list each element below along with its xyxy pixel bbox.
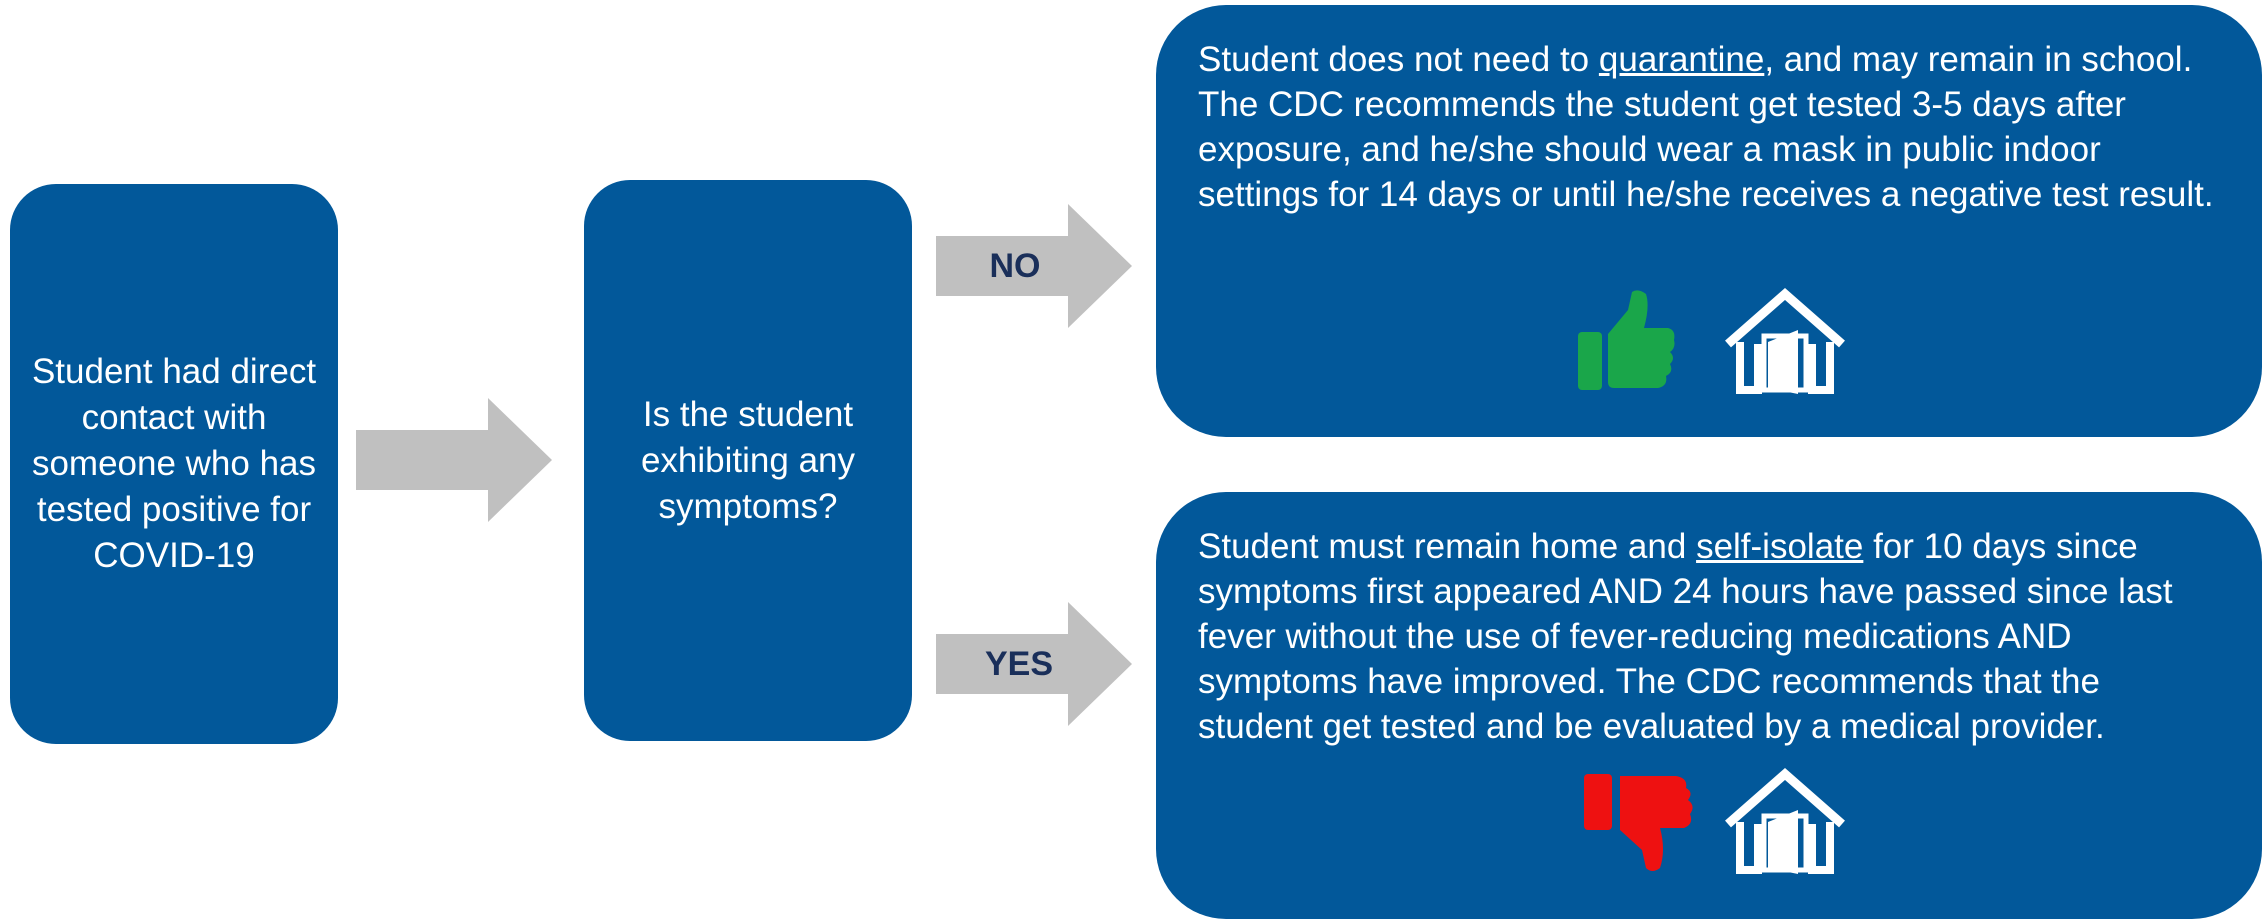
school-building-icon [1725,288,1845,394]
no-branch-arrow [936,204,1132,328]
quarantine-link[interactable]: quarantine [1598,40,1765,79]
yes-branch-arrow [936,602,1132,726]
question-box: Is the student exhibiting any symptoms? [584,180,912,741]
outcome-yes-box: Student must remain home and self-isolat… [1156,492,2262,919]
self-isolate-link[interactable]: self-isolate [1696,527,1864,566]
thumbs-down-icon [1584,774,1693,871]
question-box-text: Is the student exhibiting any symptoms? [640,394,856,526]
flow-arrow-right [356,398,552,522]
start-box: Student had direct contact with someone … [10,184,338,744]
no-branch-label: NO [989,247,1041,285]
start-box-text: Student had direct contact with someone … [31,352,317,575]
outcome-no-box: Student does not need to quarantine, and… [1156,5,2262,437]
school-building-icon [1725,768,1845,874]
yes-branch-label: YES [984,645,1054,683]
thumbs-up-icon [1578,290,1675,390]
outcome-yes-text: Student must remain home and self-isolat… [1198,527,2173,746]
outcome-no-text: Student does not need to quarantine, and… [1198,40,2214,214]
